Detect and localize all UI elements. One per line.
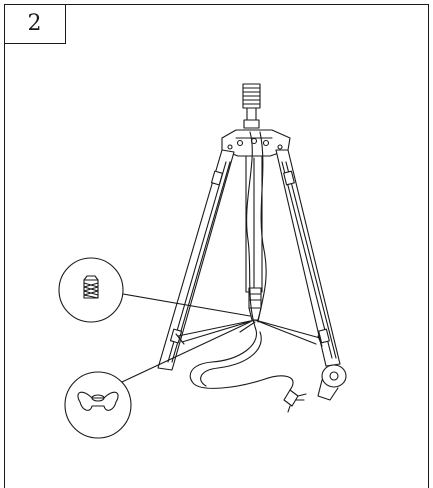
power-cable-icon: [189, 131, 347, 401]
screw-icon: [83, 275, 99, 299]
tripod-icon: [157, 129, 341, 371]
instruction-frame: [4, 4, 429, 488]
plug-icon: [283, 389, 307, 413]
step-number: 2: [27, 11, 42, 36]
wing-nut-callout: [64, 321, 251, 439]
step-number-box: 2: [4, 4, 66, 44]
lamp-socket-icon: [242, 83, 261, 129]
screw-callout: [58, 257, 251, 323]
wing-nut-icon: [77, 391, 119, 411]
